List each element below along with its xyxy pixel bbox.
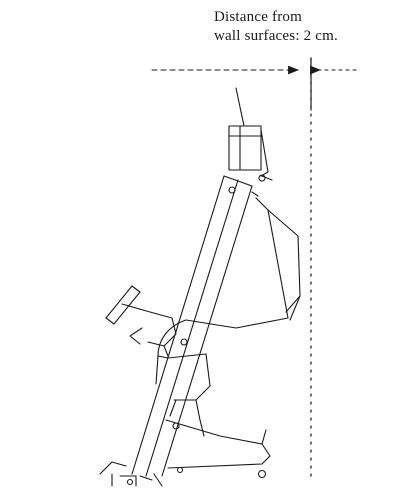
annotation-line-2: wall surfaces: 2 cm. xyxy=(214,28,338,44)
base-unit xyxy=(165,419,271,479)
top-unit xyxy=(228,125,269,177)
floor-feet xyxy=(99,461,163,487)
steering-wheel xyxy=(105,285,177,357)
main-column xyxy=(131,174,273,477)
leader-line xyxy=(235,87,245,127)
monitor-housing xyxy=(185,191,301,329)
annotation-line-1: Distance from xyxy=(214,9,302,25)
lower-console xyxy=(155,319,211,421)
distance-annotation: Distance from wall surfaces: 2 cm. xyxy=(214,8,398,46)
